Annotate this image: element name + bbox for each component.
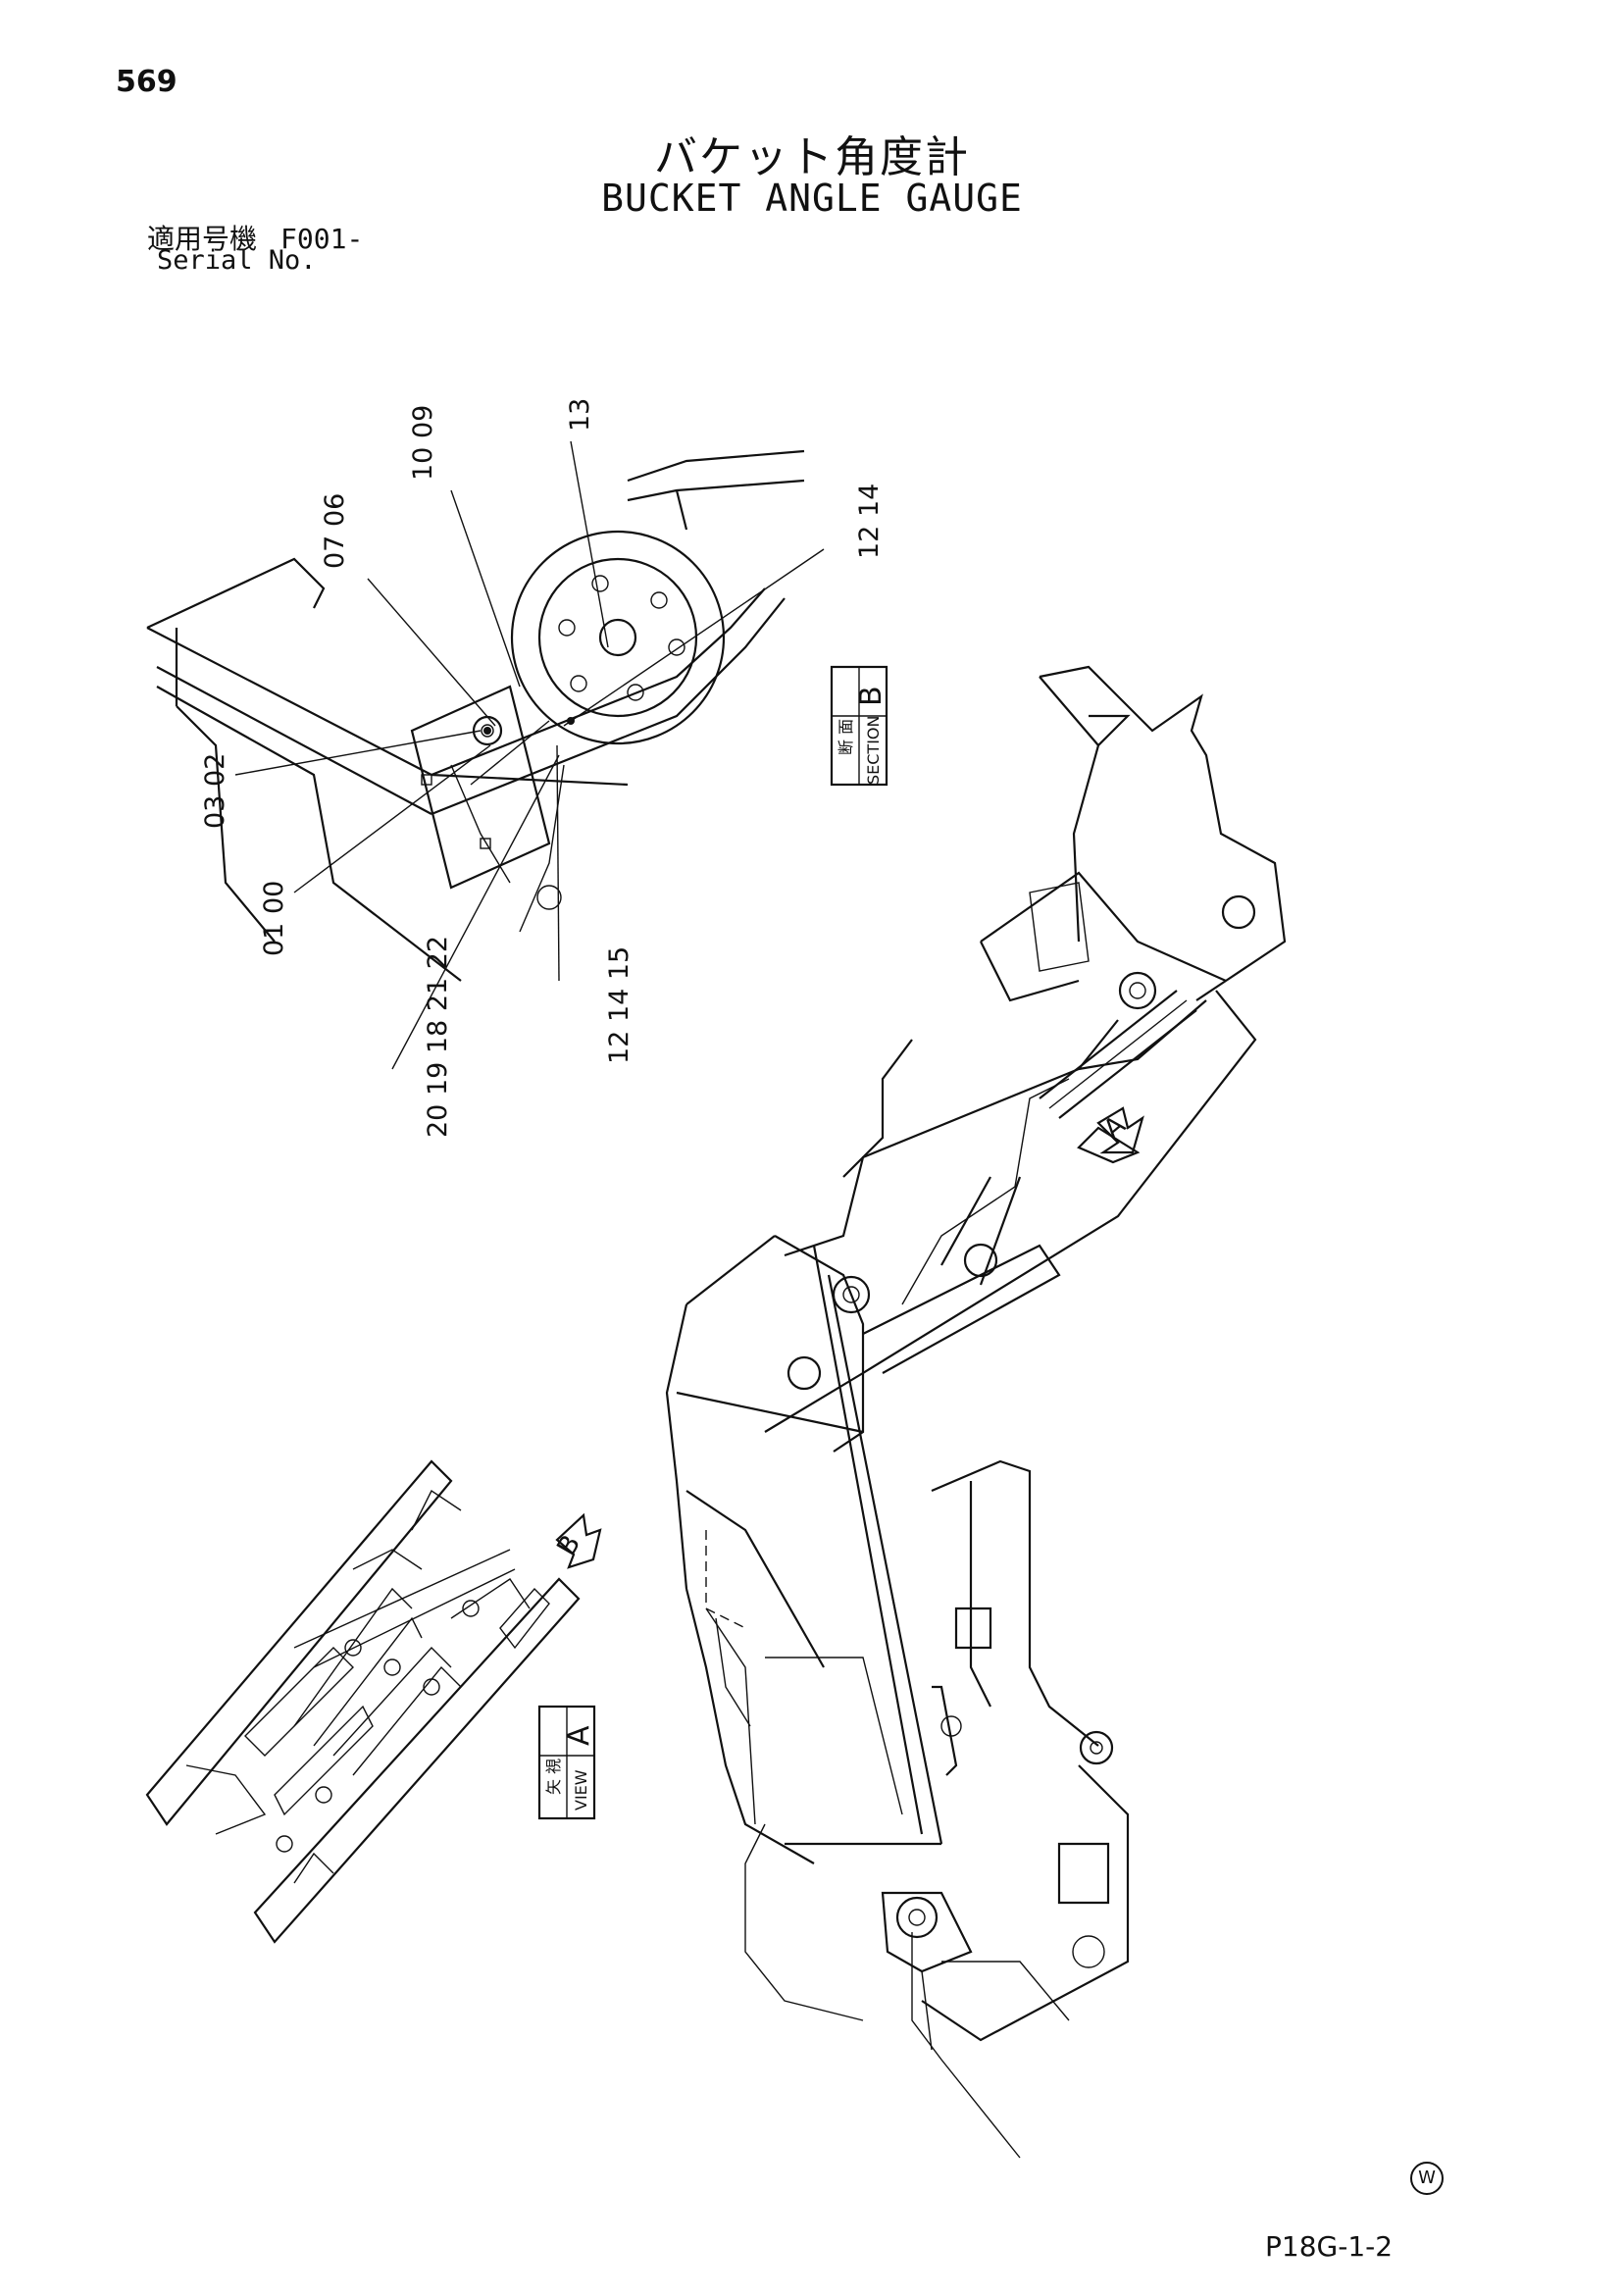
view-jp: 矢 視 — [544, 1759, 563, 1795]
section-b-label: 断 面 SECTION B — [830, 665, 888, 787]
serial-label-en: Serial No. — [157, 245, 317, 276]
callout-12-14-top: 12 14 — [854, 484, 885, 559]
serial-value: F001- — [280, 223, 364, 255]
callout-20-22: 20 19 18 21 22 — [423, 936, 453, 1138]
callout-03-02: 03 02 — [200, 753, 230, 829]
title-english: BUCKET ANGLE GAUGE — [601, 177, 1023, 220]
callout-07-06: 07 06 — [320, 493, 350, 569]
serial-label-jp: 適用号機 F001- — [147, 218, 363, 257]
serial-label-jp-text: 適用号機 — [147, 223, 258, 255]
drawing-reference: P18G-1-2 — [1265, 2230, 1394, 2263]
boom-arm-assembly: A — [665, 665, 1287, 2159]
section-jp: 断 面 — [837, 719, 855, 755]
callout-10-09: 10 09 — [408, 405, 438, 481]
view-letter: A — [562, 1725, 596, 1746]
callout-leaders — [234, 440, 825, 1070]
callout-13: 13 — [565, 398, 595, 432]
view-a-detail: B — [145, 1459, 602, 1944]
watermark-symbol: W — [1410, 2162, 1444, 2195]
callout-12-14-15: 12 14 15 — [604, 946, 634, 1064]
page-number: 569 — [116, 65, 178, 99]
view-en: VIEW — [572, 1769, 590, 1811]
section-letter: B — [854, 686, 888, 706]
arrow-b-letter: B — [551, 1530, 586, 1561]
callout-numbers: 13 10 09 07 06 12 14 03 02 01 00 12 14 1… — [200, 398, 885, 1138]
callout-01-00: 01 00 — [259, 881, 289, 956]
view-a-label: 矢 視 VIEW A — [537, 1705, 596, 1820]
section-en: SECTION — [864, 716, 883, 786]
section-b-detail — [146, 449, 805, 982]
title-japanese: バケット角度計 — [654, 132, 970, 182]
